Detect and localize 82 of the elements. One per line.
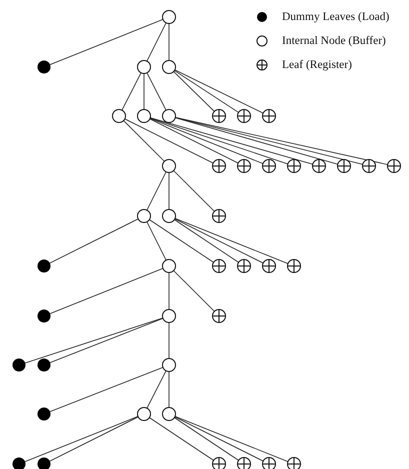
load-dot bbox=[38, 60, 50, 74]
load-dot bbox=[38, 310, 50, 322]
tree-branch bbox=[49, 416, 139, 462]
tree-branch bbox=[123, 120, 165, 162]
tree-branch bbox=[168, 172, 170, 210]
register-symbol bbox=[237, 457, 251, 469]
register-symbol bbox=[237, 259, 251, 273]
buffer-circle bbox=[162, 358, 176, 372]
tree-branch bbox=[174, 218, 288, 264]
register-symbol bbox=[387, 159, 401, 173]
legend-text: Internal Node (Buffer) bbox=[282, 34, 386, 48]
tree-branch bbox=[173, 270, 215, 312]
buffer-circle bbox=[112, 109, 126, 123]
tree-branch bbox=[50, 366, 164, 412]
tree-branch bbox=[174, 417, 239, 461]
tree-branch bbox=[146, 221, 166, 261]
tree-branch bbox=[149, 417, 214, 461]
tree-branch bbox=[150, 118, 288, 164]
register-symbol bbox=[212, 209, 226, 223]
tree-branch bbox=[174, 69, 264, 114]
buffer-circle bbox=[162, 109, 176, 123]
tree-branch bbox=[24, 318, 164, 364]
legend-text: Dummy Leaves (Load) bbox=[282, 10, 390, 24]
register-symbol bbox=[212, 109, 226, 123]
register-symbol bbox=[262, 109, 276, 123]
tree-branch bbox=[174, 218, 264, 264]
tree-branch bbox=[146, 22, 166, 62]
register-symbol bbox=[312, 159, 326, 173]
tree-branch bbox=[124, 118, 214, 164]
buffer-circle bbox=[137, 209, 151, 223]
register-symbol bbox=[262, 259, 276, 273]
load-dot bbox=[12, 358, 26, 372]
register-symbol bbox=[287, 259, 301, 273]
tree-branch bbox=[174, 70, 239, 113]
register-symbol bbox=[262, 159, 276, 173]
buffer-circle bbox=[162, 309, 176, 323]
register-symbol bbox=[237, 109, 251, 123]
tree-branch bbox=[146, 370, 166, 409]
buffer-circle bbox=[162, 159, 176, 173]
buffer-circle bbox=[162, 407, 176, 421]
buffer-circle bbox=[137, 60, 151, 74]
tree-branch bbox=[168, 371, 170, 408]
tree-branch bbox=[174, 416, 264, 462]
tree-branch bbox=[50, 318, 164, 364]
load-dot bbox=[38, 358, 50, 372]
register-symbol bbox=[362, 159, 376, 173]
tree-branch bbox=[122, 72, 142, 111]
buffer-circle bbox=[162, 10, 176, 24]
tree-branch bbox=[149, 219, 214, 263]
tree-branch bbox=[168, 322, 170, 359]
tree-branch bbox=[174, 416, 288, 462]
tree-branch bbox=[49, 218, 139, 264]
register-symbol bbox=[337, 159, 351, 173]
buffer-circle bbox=[137, 109, 151, 123]
buffer-circle bbox=[137, 407, 151, 421]
tree-branch bbox=[146, 171, 166, 211]
register-symbol bbox=[212, 159, 226, 173]
register-symbol bbox=[212, 457, 226, 469]
register-symbol bbox=[212, 309, 226, 323]
load-dot bbox=[38, 408, 50, 420]
tree-branch bbox=[24, 416, 138, 462]
tree-branch bbox=[150, 118, 264, 164]
load-dot bbox=[38, 260, 50, 272]
buffer-circle bbox=[162, 60, 176, 74]
tree-branch bbox=[174, 219, 239, 263]
tree-branch bbox=[168, 23, 170, 61]
tree-branch bbox=[149, 118, 239, 164]
register-symbol bbox=[212, 259, 226, 273]
register-symbol bbox=[262, 457, 276, 469]
tree-branch bbox=[168, 272, 170, 310]
tree-branch bbox=[173, 71, 215, 112]
register-symbol bbox=[287, 159, 301, 173]
register-symbol bbox=[237, 159, 251, 173]
buffer-circle bbox=[162, 209, 176, 223]
buffer-circle bbox=[162, 259, 176, 273]
tree-branch bbox=[173, 170, 215, 212]
register-symbol bbox=[287, 457, 301, 469]
tree-branch bbox=[146, 72, 166, 111]
tree-branch bbox=[50, 19, 164, 65]
tree-branch bbox=[50, 268, 164, 314]
legend-text: Leaf (Register) bbox=[282, 58, 352, 72]
tree-branch bbox=[150, 117, 314, 165]
